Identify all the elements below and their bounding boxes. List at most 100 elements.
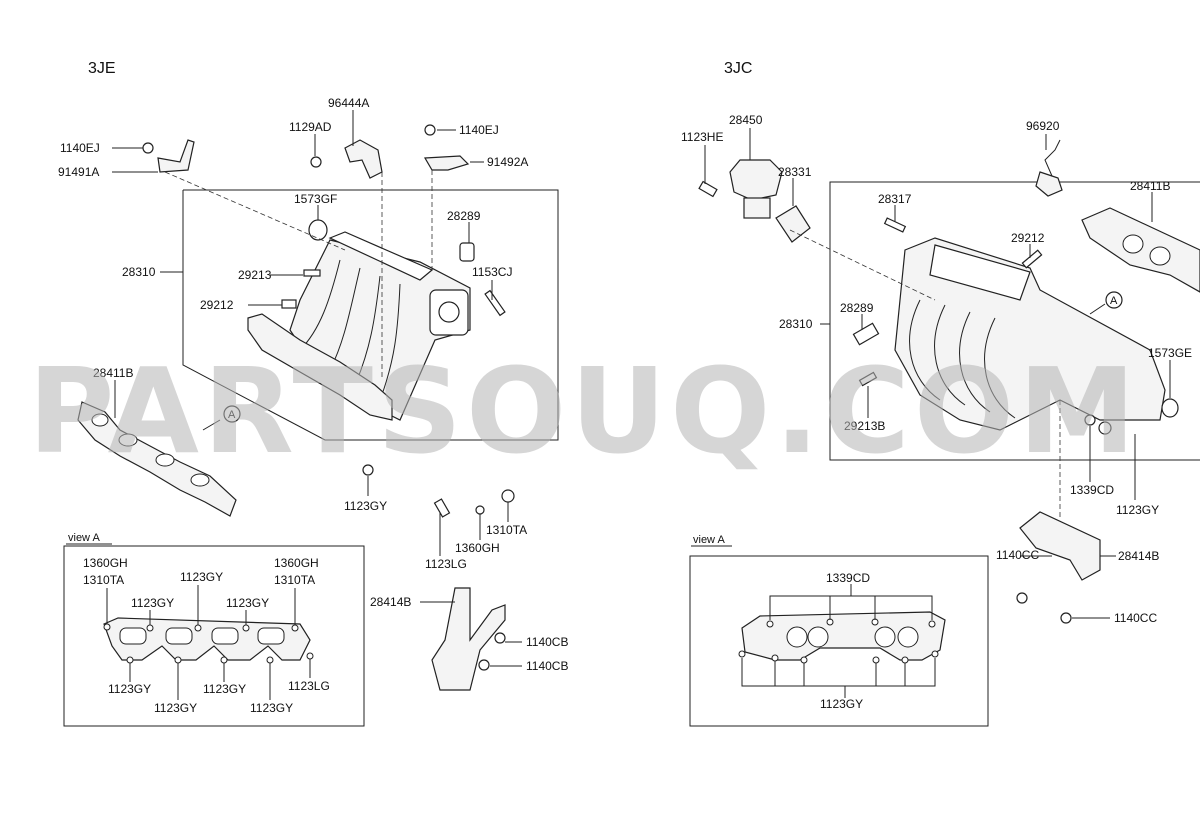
view-label-1123gy-top3: 1123GY [226, 596, 269, 610]
label-1140cc-a: 1140CC [996, 548, 1039, 562]
fitting-28289 [459, 242, 475, 262]
label-96920: 96920 [1026, 119, 1060, 133]
bolt-1123he [698, 180, 718, 198]
label-28317: 28317 [878, 192, 912, 206]
label-28411b: 28411B [93, 366, 133, 380]
assembly-frame [182, 189, 559, 441]
view-label-1123gy-bot3: 1123GY [203, 682, 246, 696]
bolt-1140cb-a [494, 632, 506, 644]
view-label-1123gy-top2: 1123GY [180, 570, 223, 584]
pin-28317 [883, 217, 907, 233]
nut-1310ta [501, 489, 515, 503]
manifold-flange-3je [247, 313, 393, 421]
view-marker-a-left [223, 405, 241, 423]
watermark-text: PARTSOUQ.COM [28, 342, 1140, 480]
view-a-box-3jc: view A [689, 534, 989, 727]
label-1140cc-b: 1140CC [1114, 611, 1157, 625]
view-label-1310ta-a: 1310TA [83, 573, 124, 587]
bolt-1140ej-b [424, 124, 436, 136]
label-28450: 28450 [729, 113, 763, 127]
bracket-91492a [423, 155, 470, 171]
valve-base-28450 [743, 197, 771, 219]
label-28289: 28289 [447, 209, 481, 223]
view-a-box-3je: view A [63, 532, 365, 727]
label-1573ge: 1573GE [1148, 346, 1192, 360]
view-label-1123lg: 1123LG [288, 679, 330, 693]
label-91492a: 91492A [487, 155, 528, 169]
view-label-1123gy-top1: 1123GY [131, 596, 174, 610]
assembly-frame-3jc [829, 181, 1200, 461]
view-arrow-right [1089, 303, 1106, 315]
bolt-1140cc-b [1060, 612, 1072, 624]
diagram-title-3jc: 3JC [724, 60, 752, 77]
view-label-1123gy-bot2: 1123GY [154, 701, 197, 715]
sensor-96920 [1035, 171, 1063, 197]
label-1339cd: 1339CD [1070, 483, 1114, 497]
washer-1360gh [475, 505, 485, 515]
view-marker-a-label-left: A [228, 409, 236, 421]
label-1140ej-a: 1140EJ [60, 141, 100, 155]
label-1123gy: 1123GY [344, 499, 387, 513]
view-label-1339cd: 1339CD [826, 571, 870, 585]
label-1360gh: 1360GH [455, 541, 500, 555]
align-dash-1 [164, 171, 346, 251]
view-a-title-3je: view A [68, 532, 100, 544]
label-28331: 28331 [778, 165, 812, 179]
bolt-29212 [281, 299, 297, 309]
label-91491a: 91491A [58, 165, 99, 179]
label-28310-3jc: 28310 [779, 317, 813, 331]
leader-lines-3je [112, 110, 522, 667]
plug-1573gf [308, 219, 328, 241]
label-1129ad: 1129AD [289, 120, 332, 134]
fitting-28289-3jc [852, 322, 880, 346]
view-label-1123gy-bot4: 1123GY [250, 701, 293, 715]
align-dash-3jc-1 [789, 229, 936, 301]
intake-manifold-3jc [894, 237, 1179, 431]
plug-1573ge [1161, 398, 1179, 418]
view-marker-a-label-right: A [1110, 295, 1118, 307]
bolt-1140cc-a [1016, 592, 1028, 604]
bolt-1140ej-a [142, 142, 154, 154]
label-29213b: 29213B [844, 419, 885, 433]
pin-29213 [303, 269, 321, 277]
label-1573gf: 1573GF [294, 192, 337, 206]
label-1140cb-b: 1140CB [526, 659, 568, 673]
bolt-1123gy-3je [362, 464, 374, 476]
label-1310ta: 1310TA [486, 523, 527, 537]
bolt-1123lg [433, 498, 451, 518]
view-label-1123gy-3jc: 1123GY [820, 697, 863, 711]
bracket-96444a [344, 139, 383, 179]
view-a-gasket-3je [103, 617, 311, 661]
pin-29213b [858, 371, 878, 387]
view-label-1310ta-b: 1310TA [274, 573, 315, 587]
leader-lines-3jc [704, 128, 1171, 619]
bolt-1123gy-3jc [1098, 421, 1112, 435]
label-1140ej-b: 1140EJ [459, 123, 499, 137]
label-96444a: 96444A [328, 96, 369, 110]
view-label-1360gh-a: 1360GH [83, 556, 128, 570]
label-28414b: 28414B [370, 595, 411, 609]
bolt-1140cb-b [478, 659, 490, 671]
label-28411b-3jc: 28411B [1130, 179, 1170, 193]
label-1140cb-a: 1140CB [526, 635, 568, 649]
view-label-1123gy-bot1: 1123GY [108, 682, 151, 696]
bracket-28414b-3jc [1019, 511, 1101, 581]
view-marker-a-right [1105, 291, 1123, 309]
bolt-29212-3jc [1021, 249, 1043, 269]
view-label-1360gh-b: 1360GH [274, 556, 319, 570]
stud-1153cj [484, 289, 506, 317]
diagram-3jc: 3JC [681, 60, 1200, 727]
bracket-91491a [157, 139, 195, 173]
label-28414b-3jc: 28414B [1118, 549, 1159, 563]
nut-1339cd [1084, 414, 1096, 426]
bracket-28414b [431, 587, 506, 691]
diagram-title-3je: 3JE [88, 60, 116, 77]
sensor-wire-96920 [1044, 139, 1061, 177]
view-arrow-left [202, 419, 221, 431]
gasket-28331 [775, 205, 811, 243]
diagram-3je: 3JE [58, 60, 568, 727]
bolt-1129ad [310, 156, 322, 168]
label-1123lg: 1123LG [425, 557, 467, 571]
label-28289-3jc: 28289 [840, 301, 874, 315]
label-29212-3jc: 29212 [1011, 231, 1045, 245]
